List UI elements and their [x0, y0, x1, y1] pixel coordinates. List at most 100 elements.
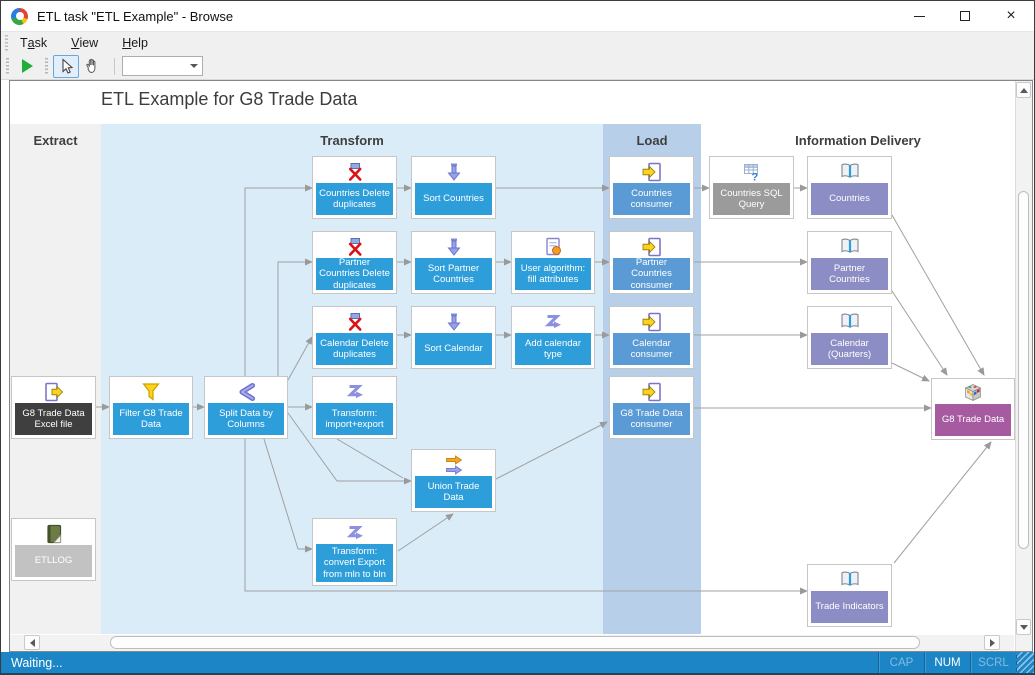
- import-door-icon: [613, 160, 690, 183]
- node-label: Transform: convert Export from mln to bl…: [316, 544, 393, 582]
- sort-down-icon: [415, 160, 492, 183]
- maximize-icon: [960, 11, 970, 21]
- node-label: Countries Delete duplicates: [316, 183, 393, 215]
- cursor-select-icon: [62, 58, 74, 74]
- scroll-left-icon: [26, 638, 35, 647]
- node-partner-countries-consumer[interactable]: Partner Countries consumer: [609, 231, 694, 294]
- node-add-calendar-type[interactable]: Add calendar type: [511, 306, 595, 369]
- node-g8-trade-data[interactable]: G8 Trade Data: [931, 378, 1015, 440]
- node-label: Calendar Delete duplicates: [316, 333, 393, 365]
- node-sort-countries[interactable]: Sort Countries: [411, 156, 496, 219]
- lane-header-transform: Transform: [320, 132, 384, 148]
- chevron-down-icon: [190, 64, 198, 72]
- lane-header-extract: Extract: [33, 132, 78, 148]
- lane-header-load: Load: [636, 132, 668, 148]
- run-play-icon: [21, 59, 33, 73]
- horizontal-scrollbar[interactable]: [10, 635, 1014, 651]
- node-label: Trade Indicators: [811, 591, 888, 623]
- node-partner-countries-delete-duplicates[interactable]: Partner Countries Delete duplicates: [312, 231, 397, 294]
- minimize-button[interactable]: [896, 1, 942, 31]
- scroll-right-button[interactable]: [984, 635, 1000, 650]
- node-label: Partner Countries consumer: [613, 257, 690, 291]
- pan-tool-button[interactable]: [79, 55, 105, 78]
- node-label: Sort Countries: [415, 183, 492, 215]
- delete-duplicates-icon: [316, 160, 393, 183]
- import-door-icon: [613, 310, 690, 333]
- node-label: Sort Partner Countries: [415, 258, 492, 290]
- maximize-button[interactable]: [942, 1, 988, 31]
- split-arrows-icon: [208, 380, 284, 403]
- node-calendar-consumer[interactable]: Calendar consumer: [609, 306, 694, 369]
- scroll-right-icon: [989, 638, 999, 647]
- node-g8-trade-data-consumer[interactable]: G8 Trade Data consumer: [609, 376, 694, 439]
- node-filter-g8-trade-data[interactable]: Filter G8 Trade Data: [109, 376, 193, 439]
- node-g8-trade-data-excel-file[interactable]: G8 Trade Data Excel file: [11, 376, 96, 439]
- diagram-title: ETL Example for G8 Trade Data: [101, 89, 358, 109]
- zigzag-transform-icon: [316, 522, 393, 544]
- export-door-icon: [15, 380, 92, 403]
- log-book-icon: [15, 522, 92, 545]
- zoom-combobox[interactable]: [122, 56, 203, 76]
- window-title: ETL task "ETL Example" - Browse: [37, 8, 234, 24]
- filter-icon: [113, 380, 189, 403]
- node-partner-countries[interactable]: Partner Countries: [807, 231, 892, 294]
- node-sort-partner-countries[interactable]: Sort Partner Countries: [411, 231, 496, 294]
- node-sort-calendar[interactable]: Sort Calendar: [411, 306, 496, 369]
- menu-grip: [5, 34, 8, 51]
- node-countries[interactable]: Countries: [807, 156, 892, 219]
- toolbar: [1, 53, 1034, 80]
- node-countries-sql-query[interactable]: ?Countries SQL Query: [709, 156, 794, 219]
- node-trade-indicators[interactable]: Trade Indicators: [807, 564, 892, 627]
- node-label: User algorithm: fill attributes: [515, 258, 591, 290]
- node-transform-convert-export[interactable]: Transform: convert Export from mln to bl…: [312, 518, 397, 586]
- node-calendar-quarters[interactable]: Calendar (Quarters): [807, 306, 892, 369]
- import-door-icon: [613, 380, 690, 403]
- sql-query-icon: ?: [713, 160, 790, 183]
- scroll-up-button[interactable]: [1016, 82, 1031, 98]
- vertical-scroll-thumb[interactable]: [1018, 191, 1029, 549]
- node-user-algorithm-fill-attributes[interactable]: User algorithm: fill attributes: [511, 231, 595, 294]
- scroll-left-button[interactable]: [24, 635, 40, 650]
- open-book-icon: [811, 235, 888, 258]
- zigzag-transform-icon: [515, 310, 591, 333]
- combobox-dropdown[interactable]: [186, 57, 202, 75]
- node-label: Countries SQL Query: [713, 183, 790, 215]
- vertical-scrollbar[interactable]: [1015, 81, 1032, 651]
- scroll-down-button[interactable]: [1016, 619, 1031, 635]
- resize-grip[interactable]: [1016, 652, 1034, 673]
- horizontal-scroll-thumb[interactable]: [110, 636, 920, 649]
- node-countries-consumer[interactable]: Countries consumer: [609, 156, 694, 219]
- union-arrows-icon: [415, 453, 492, 476]
- scroll-down-icon: [1019, 624, 1028, 634]
- status-text: Waiting...: [11, 655, 63, 670]
- select-tool-button[interactable]: [53, 54, 79, 78]
- node-calendar-delete-duplicates[interactable]: Calendar Delete duplicates: [312, 306, 397, 369]
- node-label: Union Trade Data: [415, 476, 492, 508]
- open-book-icon: [811, 568, 888, 591]
- node-transform-import-export[interactable]: Transform: import+export: [312, 376, 397, 439]
- node-label: Transform: import+export: [316, 403, 393, 435]
- node-label: Countries consumer: [613, 183, 690, 215]
- sort-down-icon: [415, 310, 492, 333]
- user-algorithm-icon: [515, 235, 591, 258]
- node-label: G8 Trade Data: [935, 404, 1011, 436]
- run-task-button[interactable]: [14, 55, 40, 78]
- node-etllog[interactable]: ETLLOG: [11, 518, 96, 581]
- node-countries-delete-duplicates[interactable]: Countries Delete duplicates: [312, 156, 397, 219]
- open-book-icon: [811, 160, 888, 183]
- close-button[interactable]: ×: [988, 1, 1034, 31]
- node-union-trade-data[interactable]: Union Trade Data: [411, 449, 496, 512]
- node-label: G8 Trade Data Excel file: [15, 403, 92, 435]
- node-split-data-by-columns[interactable]: Split Data by Columns: [204, 376, 288, 439]
- import-door-icon: [613, 235, 690, 258]
- node-label: Split Data by Columns: [208, 403, 284, 435]
- toolbar-grip: [45, 57, 48, 75]
- delete-duplicates-icon: [316, 310, 393, 333]
- node-label: Sort Calendar: [415, 333, 492, 365]
- node-label: Partner Countries Delete duplicates: [316, 257, 393, 291]
